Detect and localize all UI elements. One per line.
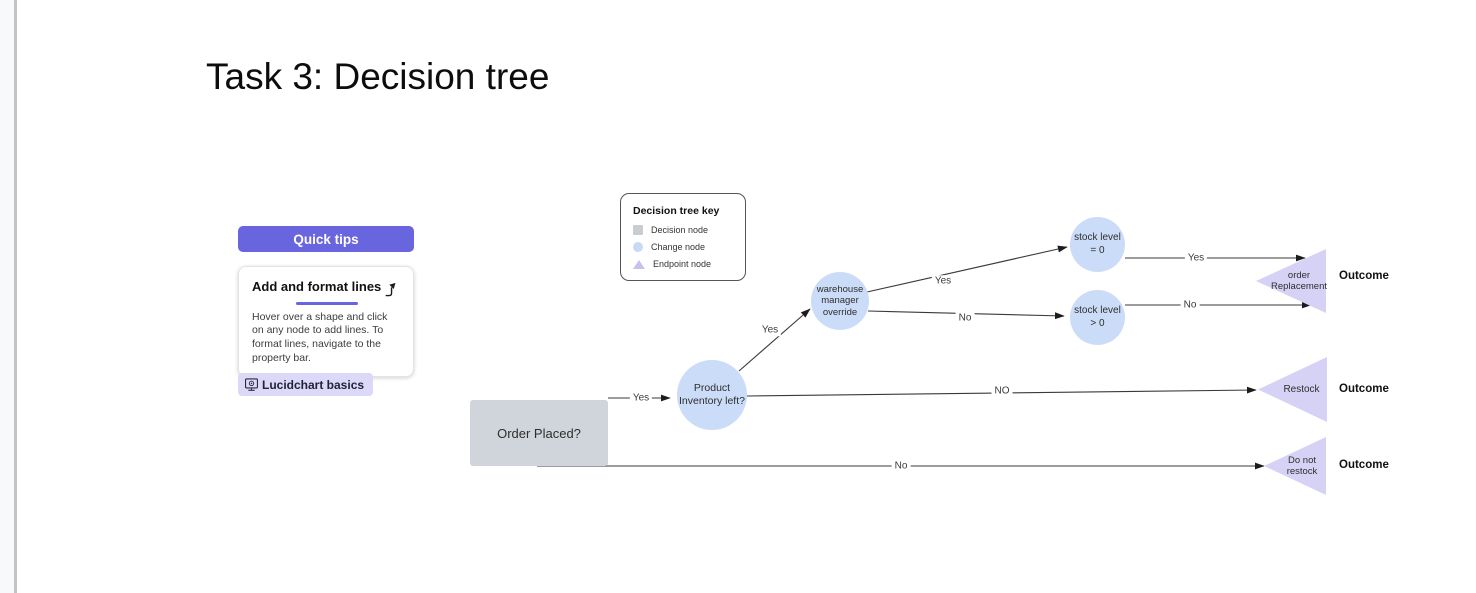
key-item-change: Change node [633, 242, 733, 252]
monitor-icon [244, 378, 259, 391]
outcome-label: Outcome [1339, 270, 1389, 282]
decision-tree-key[interactable]: Decision tree key Decision node Change n… [620, 193, 746, 281]
key-title: Decision tree key [633, 205, 720, 217]
edge-label: Yes [1184, 252, 1208, 264]
node-product-inventory[interactable]: Product Inventory left? [677, 360, 747, 430]
node-label: Restock [1283, 383, 1320, 395]
node-label: Do not restock [1286, 454, 1318, 477]
lucidchart-basics-label: Lucidchart basics [262, 377, 365, 392]
node-label: order Replacement [1271, 269, 1327, 292]
tips-card-body: Hover over a shape and click on any node… [252, 310, 388, 365]
edge-label: No [891, 460, 911, 472]
outcome-label: Outcome [1339, 383, 1389, 395]
quick-tips-button[interactable]: Quick tips [238, 226, 414, 252]
key-item-label: Decision node [651, 225, 709, 235]
decision-node-swatch [633, 225, 643, 235]
endpoint-node-swatch [633, 259, 645, 269]
key-item-label: Endpoint node [653, 259, 712, 269]
node-stock-level-zero[interactable]: stock level = 0 [1070, 217, 1125, 272]
edge-label: Yes [629, 392, 653, 404]
key-item-decision: Decision node [633, 225, 733, 235]
node-restock[interactable]: Restock [1258, 357, 1327, 422]
edge-label: No [955, 312, 975, 324]
page-title: Task 3: Decision tree [206, 56, 550, 97]
edge-label: Yes [931, 275, 955, 287]
title-underline [296, 302, 358, 305]
edge-label: NO [991, 385, 1013, 397]
change-node-swatch [633, 242, 643, 252]
node-do-not-restock[interactable]: Do not restock [1264, 437, 1326, 495]
tips-card: Add and format lines Hover over a shape … [238, 266, 414, 378]
node-stock-level-positive[interactable]: stock level > 0 [1070, 290, 1125, 345]
outcome-label: Outcome [1339, 459, 1389, 471]
key-item-label: Change node [651, 242, 706, 252]
node-order-replacement[interactable]: order Replacement [1256, 249, 1327, 313]
edge-label: No [1180, 299, 1200, 311]
panel-divider[interactable] [14, 0, 17, 593]
lucidchart-basics-link[interactable]: Lucidchart basics [238, 373, 374, 396]
elbow-arrow-icon [385, 282, 396, 297]
left-panel-edge [0, 0, 14, 593]
edge-label: Yes [758, 324, 782, 336]
node-order-placed[interactable]: Order Placed? [470, 400, 608, 466]
tips-card-title: Add and format lines [252, 279, 382, 294]
node-warehouse-override[interactable]: warehouse manager override [811, 272, 869, 330]
key-item-endpoint: Endpoint node [633, 259, 733, 269]
